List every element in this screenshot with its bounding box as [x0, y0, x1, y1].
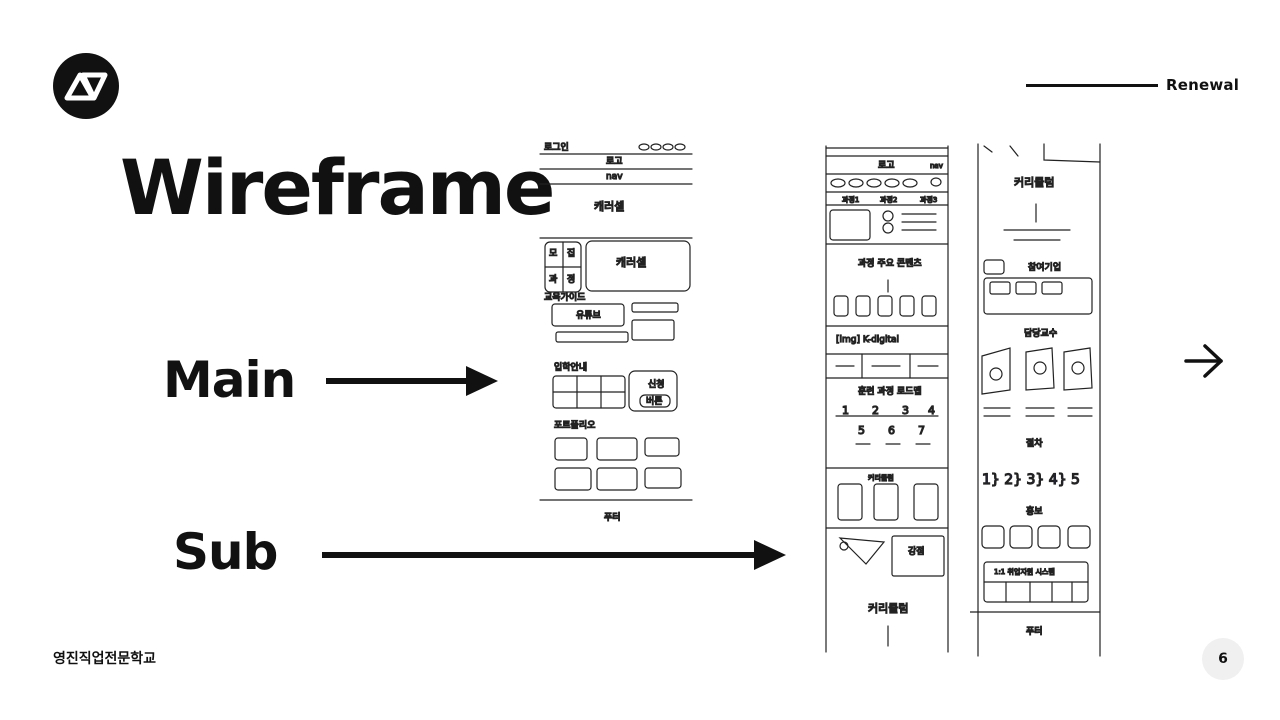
main-portfolio-label: 포트폴리오: [554, 420, 595, 431]
main-carousel-top-label: 캐러셀: [594, 200, 624, 213]
main-arrow-icon: [326, 366, 498, 396]
sub-professors-label: 담당교수: [1024, 327, 1057, 339]
svg-text:과: 과: [549, 274, 557, 285]
main-guide-label: 교육가이드: [544, 292, 585, 303]
sub-wireframe-sketch-right: 커리큘럼 참여기업 담당교수 절차 1} 2} 3} 4} 5 홍보 1:1 취…: [970, 143, 1101, 657]
svg-text:과정1: 과정1: [842, 195, 859, 204]
main-wireframe-sketch: 로그인 로고 nav 캐러셀 모 집 과 정 캐러셀 교육가이드 유튜브 입학안…: [539, 141, 693, 524]
sub-curriculum-right-label: 커리큘럼: [1014, 176, 1054, 189]
main-topbar-label: 로그인: [544, 142, 569, 153]
svg-text:1: 1: [842, 404, 849, 417]
svg-text:6: 6: [888, 424, 895, 437]
svg-text:버튼: 버튼: [646, 396, 663, 407]
svg-text:정: 정: [567, 274, 575, 285]
main-label: Main: [163, 351, 296, 409]
sub-process-steps: 1} 2} 3} 4} 5: [982, 472, 1080, 488]
svg-text:nav: nav: [930, 162, 943, 170]
sub-roadmap-label: 훈련 과정 로드맵: [858, 385, 922, 397]
sub-consult-label: 1:1 취업지원 시스템: [994, 567, 1055, 576]
sub-promo-label: 홍보: [1026, 505, 1043, 517]
svg-text:과정2: 과정2: [880, 195, 897, 204]
brand-logo-icon: [53, 53, 119, 119]
sub-main-content-label: 과정 주요 콘텐츠: [858, 258, 922, 269]
sub-curriculum-bottom-label: 커리큘럼: [868, 602, 908, 615]
main-footer-label: 푸터: [604, 512, 621, 523]
sub-kdigital-label: [img] K-digital: [836, 335, 899, 345]
sub-process-label: 절차: [1026, 437, 1043, 449]
school-name: 영진직업전문학교: [53, 651, 157, 667]
svg-text:유튜브: 유튜브: [576, 310, 601, 321]
svg-text:커리큘럼: 커리큘럼: [868, 473, 894, 482]
sub-logo-label: 로고: [878, 161, 895, 171]
sub-wireframe-sketch-left: 로고 nav 과정1 과정2 과정3 과정 주요 콘텐츠 [img] K-dig…: [825, 145, 949, 653]
svg-text:신청: 신청: [648, 379, 665, 390]
main-nav-label: nav: [606, 172, 623, 182]
svg-text:강점: 강점: [908, 545, 925, 557]
sub-label: Sub: [173, 523, 278, 581]
svg-text:3: 3: [902, 404, 909, 417]
svg-text:2: 2: [872, 404, 879, 417]
svg-text:7: 7: [918, 424, 925, 437]
slide-title: Wireframe: [120, 143, 555, 232]
svg-text:4: 4: [928, 404, 935, 417]
svg-text:모: 모: [549, 249, 557, 259]
header-rule: [1026, 84, 1158, 87]
sub-partners-label: 참여기업: [1028, 261, 1061, 273]
main-carousel-box-label: 캐러셀: [616, 256, 646, 269]
arrow-right-icon[interactable]: [1183, 342, 1225, 380]
svg-text:과정3: 과정3: [920, 195, 937, 204]
sub-footer-label: 푸터: [1026, 626, 1043, 637]
page-number: 6: [1202, 638, 1244, 680]
svg-text:집: 집: [567, 247, 575, 259]
main-admission-label: 입학안내: [554, 361, 587, 373]
svg-text:5: 5: [858, 424, 865, 437]
sub-arrow-icon: [322, 540, 786, 570]
main-logo-label: 로고: [606, 157, 623, 167]
section-tag: Renewal: [1166, 76, 1240, 94]
